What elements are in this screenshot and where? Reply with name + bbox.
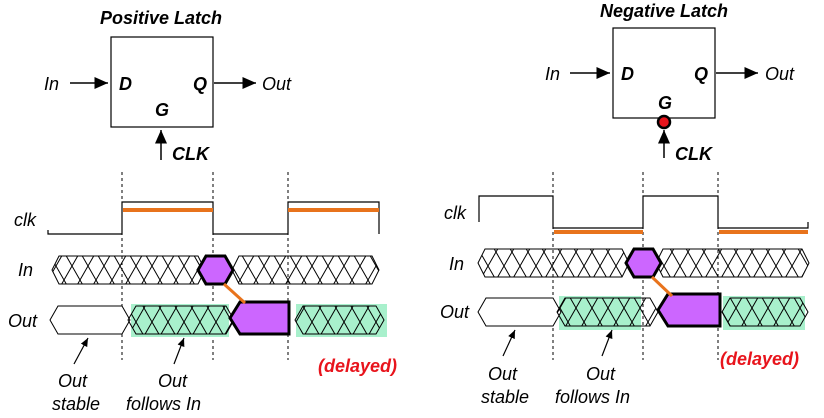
in-changing-region — [51, 255, 206, 285]
row-label-in: In — [18, 260, 33, 280]
clk-high-highlight-bar — [123, 208, 213, 212]
follows-pointer-arrow-icon — [601, 329, 613, 357]
propagation-delay-line — [222, 282, 247, 305]
stable-pointer-arrow-icon — [502, 329, 516, 357]
latch-in-label: In — [44, 74, 59, 94]
note-out-stable-line2: stable — [481, 387, 529, 407]
q-pin-label: Q — [694, 64, 708, 84]
row-label-clk: clk — [14, 210, 37, 230]
stable-pointer-arrow-icon — [73, 337, 89, 365]
latch-out-label: Out — [262, 74, 292, 94]
g-pin-label: G — [658, 93, 672, 113]
out-changing-region — [721, 297, 809, 327]
note-out-stable-line1: Out — [58, 371, 88, 391]
row-label-out: Out — [440, 302, 470, 322]
latch-box — [110, 36, 214, 128]
out-changing-region — [556, 297, 659, 327]
negative-latch-panel: Negative Latch In D Q G Out CLK clk In O… — [440, 1, 810, 407]
row-label-out: Out — [8, 311, 38, 331]
note-out-stable-line1: Out — [488, 364, 518, 384]
clk-low-highlight-bar — [554, 230, 643, 234]
row-label-in: In — [449, 254, 464, 274]
in-changing-region — [231, 255, 380, 285]
out-stable-region — [49, 305, 131, 335]
note-out-follows-line2: follows In — [126, 394, 201, 414]
propagation-delay-line — [650, 275, 674, 298]
clk-pin-label: CLK — [675, 144, 714, 164]
clk-waveform — [47, 201, 380, 235]
clk-pin-label: CLK — [172, 144, 211, 164]
out-valid-data — [228, 300, 291, 336]
in-changing-region — [655, 248, 810, 278]
delayed-label: (delayed) — [318, 356, 397, 376]
q-pin-label: Q — [193, 74, 207, 94]
row-label-clk: clk — [444, 203, 467, 223]
clk-low-highlight-bar — [719, 230, 808, 234]
note-out-follows-line1: Out — [586, 364, 616, 384]
clk-waveform — [478, 195, 809, 229]
out-changing-region — [127, 305, 235, 335]
positive-latch-panel: Positive Latch In D Q G Out CLK clk In O… — [8, 8, 397, 414]
positive-latch-title: Positive Latch — [100, 8, 222, 28]
note-out-follows-line1: Out — [158, 371, 188, 391]
out-valid-data — [656, 292, 722, 328]
note-out-follows-line2: follows In — [555, 387, 630, 407]
clk-high-highlight-bar — [288, 208, 379, 212]
delayed-label: (delayed) — [720, 349, 799, 369]
negative-latch-title: Negative Latch — [600, 1, 728, 21]
out-changing-region — [294, 305, 385, 335]
in-changing-region — [477, 248, 630, 278]
d-pin-label: D — [621, 64, 634, 84]
out-stable-region — [477, 297, 562, 327]
inversion-bubble-icon — [656, 114, 672, 130]
latch-in-label: In — [545, 64, 560, 84]
in-valid-data — [196, 254, 235, 286]
follows-pointer-arrow-icon — [173, 337, 185, 365]
latch-box — [612, 27, 716, 119]
d-pin-label: D — [119, 74, 132, 94]
latch-out-label: Out — [765, 64, 795, 84]
note-out-stable-line2: stable — [52, 394, 100, 414]
g-pin-label: G — [155, 100, 169, 120]
in-valid-data — [624, 247, 663, 279]
